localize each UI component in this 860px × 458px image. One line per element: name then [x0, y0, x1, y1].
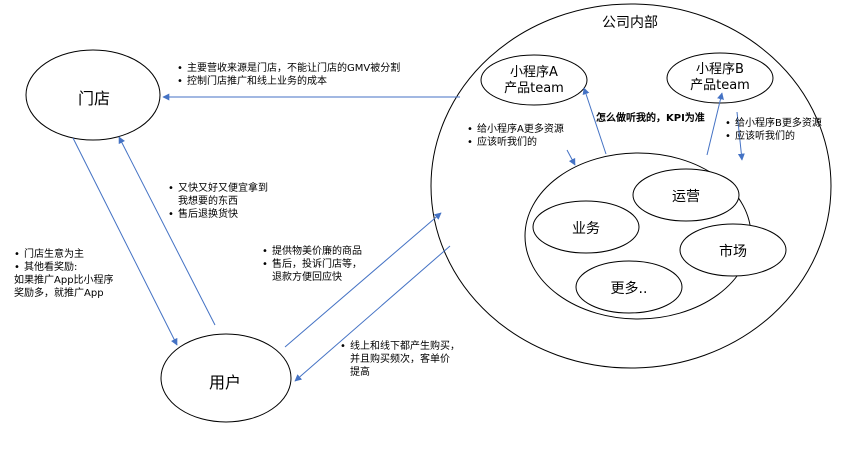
arrow-dept-to-mini-a	[582, 87, 607, 155]
user-label: 用户	[208, 373, 241, 392]
arrow-company-to-user	[294, 245, 451, 382]
label-user-to-store: •又快又好又便宜拿到 我想要的东西 •售后退换货快	[168, 183, 268, 220]
more-node	[575, 260, 683, 314]
company-label: 公司内部	[602, 15, 658, 31]
mini-a-node	[480, 54, 588, 106]
label-team-a: •给小程序A更多资源 •应该听我们的	[467, 124, 564, 148]
ops-label: 运营	[672, 189, 700, 205]
label-kpi: 怎么做听我的，KPI为准	[596, 113, 705, 124]
label-company-to-store: •主要营收来源是门店，不能让门店的GMV被分割 •控制门店推广和线上业务的成本	[177, 63, 401, 87]
more-label: 更多..	[610, 281, 648, 297]
label-team-b: •给小程序B更多资源 •应该听我们的	[725, 118, 822, 142]
label-user-to-company: •提供物美价廉的商品 •售后，投诉门店等， 退款方便回应快	[262, 246, 362, 283]
store-node	[25, 49, 161, 141]
arrow-dept-to-mini-b	[706, 92, 724, 156]
label-store-to-user: •门店生意为主 •其他看奖励: 如果推广App比小程序 奖励多，就推广App	[14, 249, 114, 299]
biz-label: 业务	[572, 221, 600, 237]
arrow-user-to-company	[284, 212, 442, 348]
store-label: 门店	[77, 89, 110, 108]
arrow-store-to-user	[72, 137, 178, 346]
label-company-to-user: •线上和线下都产生购买， 并且购买频次，客单价 提高	[340, 341, 460, 378]
arrow-user-to-store	[118, 136, 216, 326]
biz-node	[532, 200, 640, 254]
arrow-mini-a-to-dept	[566, 149, 576, 166]
ops-node	[632, 168, 740, 222]
arrow-mini-b-to-dept	[736, 111, 745, 161]
market-label: 市场	[719, 244, 747, 260]
market-node	[679, 223, 787, 277]
user-node	[160, 333, 292, 423]
